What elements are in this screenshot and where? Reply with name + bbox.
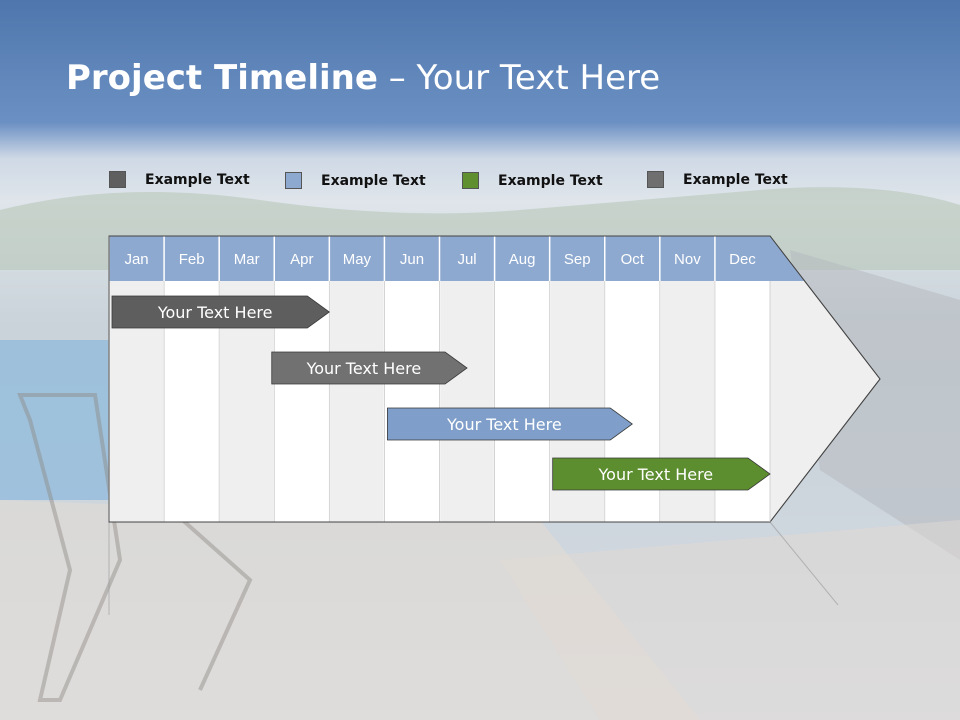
legend-item-4: Example Text (647, 171, 788, 188)
month-label: Jul (457, 251, 476, 268)
month-column (329, 281, 385, 522)
month-header-band (109, 236, 805, 281)
month-label: Nov (674, 251, 701, 268)
legend-swatch-1 (109, 171, 126, 188)
month-label: Jun (400, 251, 424, 268)
legend-swatch-3 (462, 172, 479, 189)
month-label: Aug (509, 251, 536, 268)
month-label: Apr (290, 251, 313, 268)
legend-swatch-2 (285, 172, 302, 189)
month-label: Jan (124, 251, 148, 268)
legend-swatch-4 (647, 171, 664, 188)
month-label: Dec (729, 251, 756, 268)
title-rest: – Your Text Here (377, 58, 661, 98)
legend-label-2: Example Text (321, 172, 426, 189)
legend-item-2: Example Text (285, 172, 426, 189)
legend-label-1: Example Text (145, 171, 250, 188)
task-bar (111, 295, 331, 329)
title-bold: Project Timeline (66, 58, 378, 98)
timeline-outline (108, 235, 881, 523)
legend-label-3: Example Text (498, 172, 603, 189)
task-label: Your Text Here (157, 303, 273, 322)
month-label: May (343, 251, 372, 268)
month-label: Oct (621, 251, 645, 268)
task-bar (387, 407, 633, 441)
task-label: Your Text Here (306, 359, 422, 378)
reflection-line-right (769, 521, 839, 606)
legend-label-4: Example Text (683, 171, 788, 188)
legend-item-1: Example Text (109, 171, 250, 188)
task-bar (552, 457, 771, 491)
legend-item-3: Example Text (462, 172, 603, 189)
task-label: Your Text Here (598, 465, 714, 484)
month-label: Mar (234, 251, 260, 268)
month-label: Sep (564, 251, 591, 268)
month-label: Feb (179, 251, 205, 268)
month-column (494, 281, 550, 522)
slide-title: Project Timeline – Your Text Here (66, 58, 660, 98)
task-label: Your Text Here (446, 415, 562, 434)
month-column (439, 281, 495, 522)
task-bar (271, 351, 468, 385)
month-column (384, 281, 440, 522)
